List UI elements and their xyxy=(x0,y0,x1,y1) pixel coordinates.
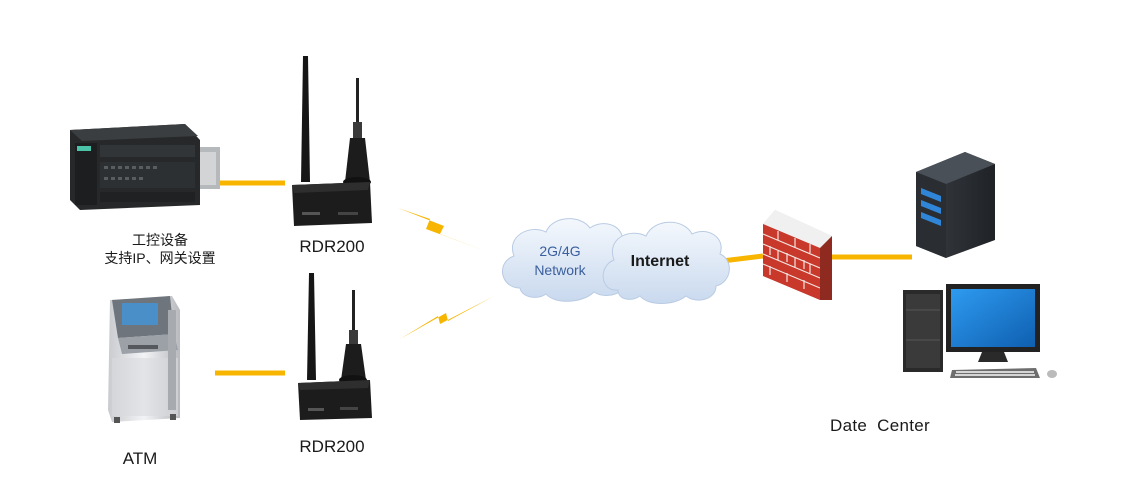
router-rdr200-icon xyxy=(292,56,372,226)
plc-device-icon xyxy=(70,124,220,210)
router-rdr200-icon xyxy=(298,273,372,420)
cellular-cloud-line1: 2G/4G xyxy=(539,243,581,259)
atm-machine-icon xyxy=(108,296,180,423)
cellular-cloud-line2: Network xyxy=(534,262,586,278)
lightning-bolt-icon xyxy=(400,296,494,339)
lightning-bolt-icon xyxy=(398,208,488,252)
data-center-label: Date Center xyxy=(830,416,930,435)
router-top-label: RDR200 xyxy=(299,237,365,256)
desktop-computer-icon xyxy=(903,284,1057,378)
plc-device-label: 工控设备 支持IP、网关设置 xyxy=(60,231,260,267)
atm-label: ATM xyxy=(122,449,158,468)
plc-label-line2: 支持IP、网关设置 xyxy=(104,250,216,266)
internet-cloud-icon xyxy=(602,221,730,304)
plc-label-line1: 工控设备 xyxy=(132,232,188,248)
firewall-icon xyxy=(762,210,832,300)
server-tower-icon xyxy=(916,152,995,258)
cellular-cloud-label: 2G/4G Network xyxy=(508,242,612,280)
router-bottom-label: RDR200 xyxy=(299,437,365,456)
internet-cloud-label: Internet xyxy=(630,253,690,270)
